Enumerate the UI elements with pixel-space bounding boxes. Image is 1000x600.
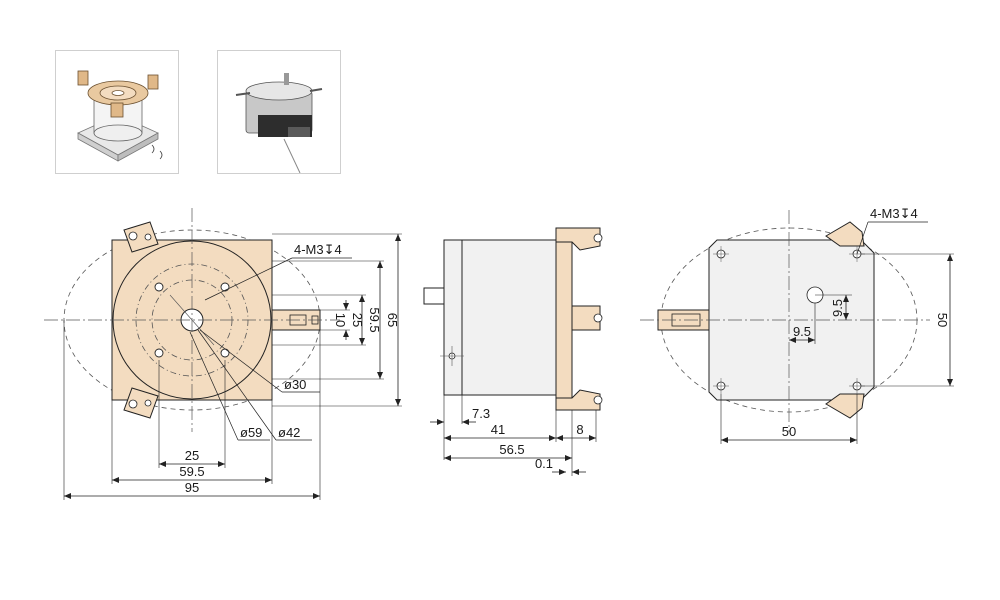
front-hole-callout: 4-M3↧4 [294, 242, 342, 257]
front-dim-95: 95 [185, 480, 199, 495]
side-view: 7.3 41 8 56.5 0.1 [423, 227, 603, 476]
front-dim-59-5-v: 59.5 [367, 307, 382, 332]
front-dia-59: ø59 [240, 425, 262, 440]
side-dim-0-1: 0.1 [535, 456, 553, 471]
rear-dim-50-h: 50 [782, 424, 796, 439]
front-dim-59-5-h: 59.5 [179, 464, 204, 479]
rear-dim-50-v: 50 [935, 313, 950, 327]
side-dim-8: 8 [576, 422, 583, 437]
product-photo-thumbnail [217, 50, 341, 174]
front-dim-65: 65 [385, 313, 400, 327]
front-dim-25-v: 25 [350, 313, 365, 327]
side-dim-56-5: 56.5 [499, 442, 524, 457]
product-render-icon [77, 70, 163, 162]
front-dim-25-h: 25 [185, 448, 199, 463]
product-photo-icon [235, 73, 323, 173]
rear-view: 4-M3↧4 9.5 9.5 50 50 [640, 206, 954, 444]
front-dia-42: ø42 [278, 425, 300, 440]
rear-dim-9-5-v: 9.5 [830, 299, 845, 317]
front-dia-30: ø30 [284, 377, 306, 392]
rear-dim-9-5-h: 9.5 [793, 324, 811, 339]
rear-hole-callout: 4-M3↧4 [870, 206, 918, 221]
front-dim-10: 10 [333, 313, 348, 327]
side-dim-41: 41 [491, 422, 505, 437]
front-view: 4-M3↧4 ø30 ø42 ø59 10 25 59.5 65 25 59.5… [44, 208, 402, 500]
product-render-thumbnail [55, 50, 179, 174]
side-dim-7-3: 7.3 [472, 406, 490, 421]
